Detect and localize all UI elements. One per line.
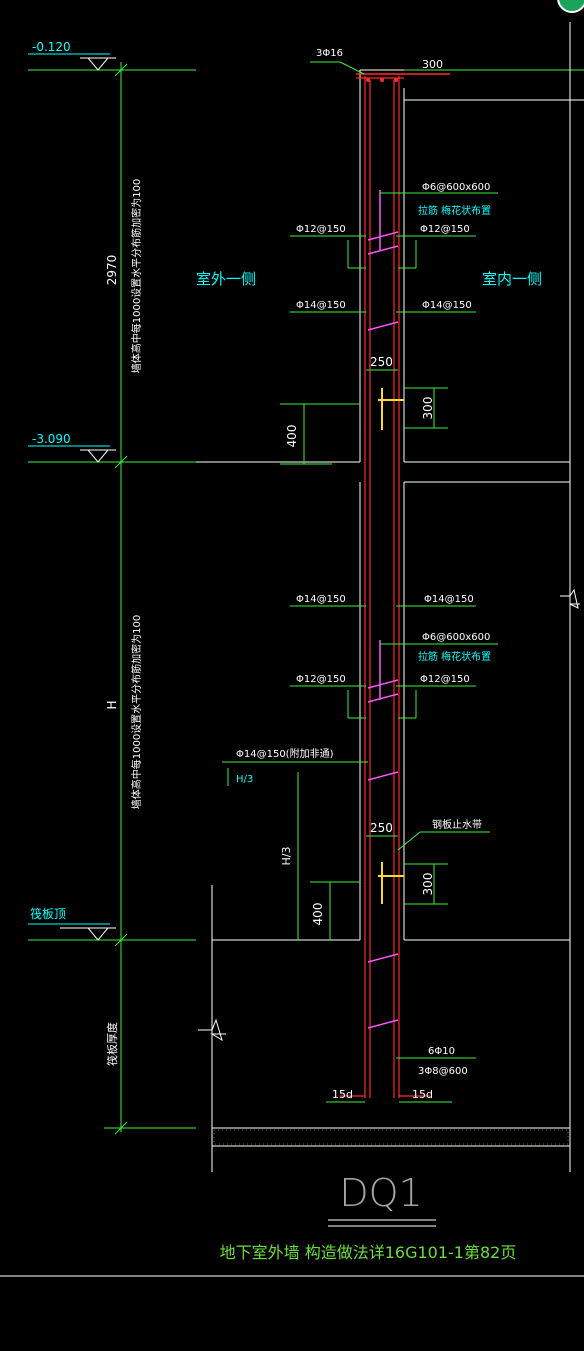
callout-leaders	[222, 61, 498, 1103]
tie-marks	[367, 190, 399, 1029]
label-tie-lower-note: 拉筋 梅花状布置	[418, 650, 491, 663]
drawing-caption: 地下室外墙 构造做法详16G101-1第82页	[220, 1243, 517, 1262]
label-wall-thickness: 300	[422, 58, 443, 71]
label-tie-upper-note: 拉筋 梅花状布置	[418, 204, 491, 217]
label-outside: 室外一侧	[196, 270, 256, 288]
level-marker-top: -0.120	[28, 40, 116, 71]
waterstop-lower	[378, 862, 404, 904]
label-v14-left-lower: Φ14@150	[296, 594, 346, 605]
label-h12-right-upper: Φ12@150	[420, 224, 470, 235]
label-anchor-left: 15d	[332, 1088, 353, 1101]
label-ws-400-upper: 400	[285, 425, 299, 448]
label-anchor-right: 15d	[412, 1088, 433, 1101]
label-h12-left-upper: Φ12@150	[296, 224, 346, 235]
blinding-layer	[213, 1129, 569, 1145]
label-bottom-ties: 3Φ8@600	[418, 1066, 468, 1077]
label-inside: 室内一侧	[482, 270, 542, 288]
note-upper: 墙体高中每1000设置水平分布筋加密为100	[130, 179, 143, 374]
label-h3: H/3	[280, 847, 293, 866]
note-lower: 墙体高中每1000设置水平分布筋加密为100	[130, 615, 143, 810]
level-marker-mid: -3.090	[28, 432, 116, 463]
top-bars-marks	[366, 78, 398, 82]
label-v14-right-upper: Φ14@150	[422, 300, 472, 311]
label-tie-lower: Φ6@600x600	[422, 632, 490, 643]
waterstop-upper	[378, 388, 404, 430]
corner-badge-icon[interactable]	[557, 0, 584, 13]
dim-upper-height: 2970	[105, 255, 119, 286]
label-steel-waterstop: 钢板止水带	[432, 818, 482, 831]
level-mid-label: -3.090	[32, 432, 71, 446]
label-h3-small: H/3	[236, 774, 253, 785]
label-ws-300-lower: 300	[421, 873, 435, 896]
drawing-title: DQ1	[339, 1171, 422, 1215]
dim-lower-height: H	[105, 700, 119, 709]
dim-raft-thickness: 筏板厚度	[105, 1022, 119, 1066]
structure-outline	[196, 22, 584, 1172]
label-ws-width-upper: 250	[370, 355, 393, 369]
label-v14-right-lower: Φ14@150	[424, 594, 474, 605]
label-ws-width-lower: 250	[370, 821, 393, 835]
level-marker-raft: 筏板顶	[28, 907, 116, 941]
level-raft-label: 筏板顶	[30, 907, 66, 921]
label-ws-400-lower: 400	[311, 903, 325, 926]
label-h12-right-lower: Φ12@150	[420, 674, 470, 685]
label-v14-left-upper: Φ14@150	[296, 300, 346, 311]
label-add-bar: Φ14@150(附加非通)	[236, 747, 334, 760]
left-dimension-chain	[28, 62, 196, 1135]
label-ws-300-upper: 300	[421, 397, 435, 420]
label-h12-left-lower: Φ12@150	[296, 674, 346, 685]
level-top-label: -0.120	[32, 40, 71, 54]
label-top-bars: 3Φ16	[316, 48, 343, 59]
label-bottom-bars: 6Φ10	[428, 1046, 455, 1057]
label-tie-upper: Φ6@600x600	[422, 182, 490, 193]
